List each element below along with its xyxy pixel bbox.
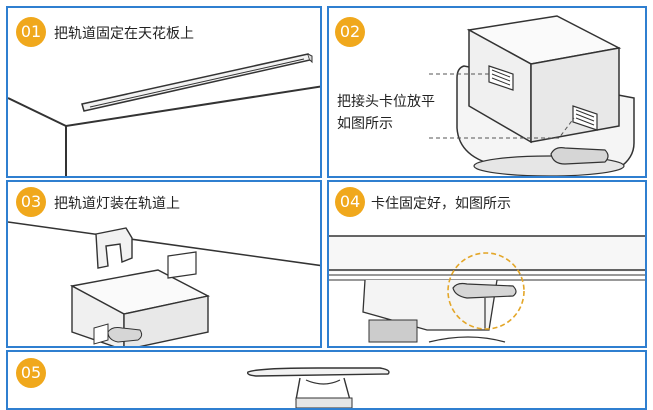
- step-5-illustration: [246, 367, 390, 408]
- step-1-illustration: [8, 53, 320, 176]
- step-instruction: 把接头卡位放平 如图所示: [337, 91, 435, 135]
- step-badge: 03: [16, 187, 46, 217]
- step-instruction: 把轨道灯装在轨道上: [54, 196, 180, 212]
- instruction-line: 如图所示: [337, 116, 393, 132]
- step-badge: 01: [16, 17, 46, 47]
- step-3-panel: 03 把轨道灯装在轨道上: [6, 180, 322, 348]
- step-3-illustration: [8, 221, 320, 346]
- step-instruction: 卡住固定好，如图所示: [371, 196, 511, 212]
- step-badge: 04: [335, 187, 365, 217]
- step-1-panel: 01 把轨道固定在天花板上: [6, 6, 322, 178]
- step-instruction: 把轨道固定在天花板上: [54, 26, 194, 42]
- step-badge: 05: [16, 358, 46, 388]
- step-4-illustration: [329, 235, 645, 343]
- instruction-line: 把接头卡位放平: [337, 94, 435, 110]
- step-2-panel: 02 把接头卡位放平 如图所示: [327, 6, 647, 178]
- step-2-illustration: [429, 15, 635, 176]
- step-5-panel: 05: [6, 350, 647, 410]
- step-badge: 02: [335, 17, 365, 47]
- step-4-panel: 04 卡住固定好，如图所示: [327, 180, 647, 348]
